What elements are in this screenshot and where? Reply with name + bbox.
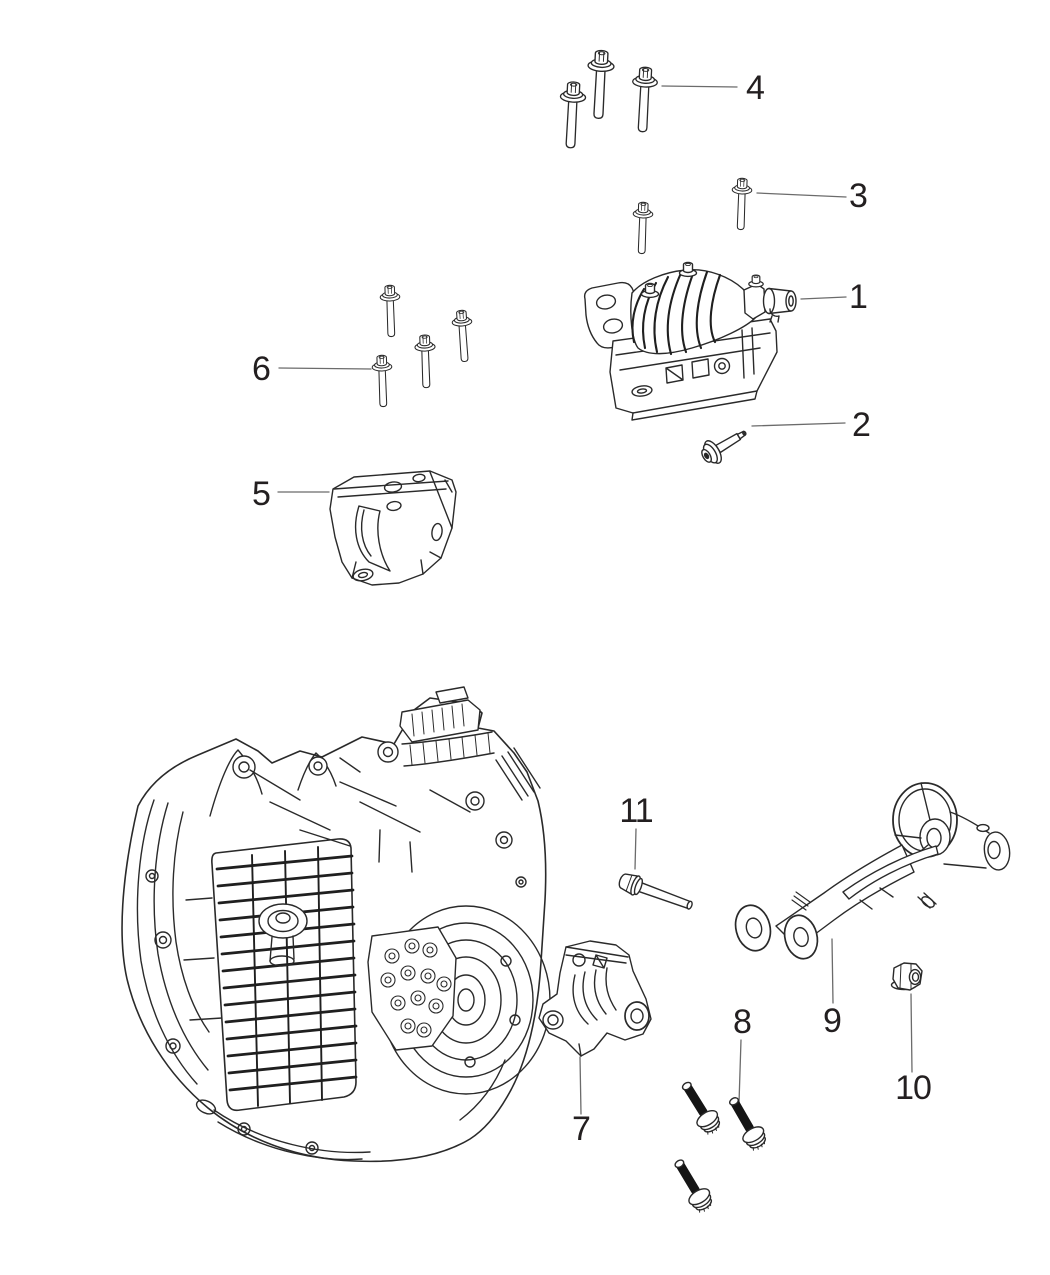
callout-label-4: 4 bbox=[746, 69, 765, 107]
leader-line-2 bbox=[751, 422, 846, 427]
flange-nut-item-10 bbox=[890, 962, 923, 991]
leader-line-7 bbox=[579, 1056, 582, 1115]
leader-line-1 bbox=[800, 296, 847, 300]
callout-label-1: 1 bbox=[849, 278, 868, 316]
transmission-assembly bbox=[121, 686, 551, 1163]
leader-line-11 bbox=[634, 828, 637, 870]
callout-label-10: 10 bbox=[895, 1069, 932, 1107]
leader-line-4 bbox=[661, 85, 738, 88]
leader-lines bbox=[277, 85, 913, 1115]
callout-label-7: 7 bbox=[572, 1110, 591, 1148]
mount-bolts-item-4 bbox=[557, 49, 659, 150]
bracket-bolts-item-6 bbox=[371, 284, 476, 408]
leader-line-3 bbox=[756, 192, 847, 198]
strut-bracket-item-7 bbox=[538, 940, 652, 1057]
mount-support-bracket-item-5 bbox=[329, 470, 457, 586]
callout-label-5: 5 bbox=[252, 475, 271, 513]
callout-label-2: 2 bbox=[852, 406, 871, 444]
mount-through-bolt-item-2 bbox=[701, 430, 747, 464]
leader-line-6 bbox=[278, 367, 372, 370]
callout-label-9: 9 bbox=[823, 1002, 842, 1040]
leader-line-8 bbox=[738, 1039, 742, 1104]
mount-bolts-item-3 bbox=[631, 177, 753, 255]
leader-line-9 bbox=[831, 938, 834, 1004]
leader-line-10 bbox=[910, 993, 913, 1073]
callout-label-6: 6 bbox=[252, 350, 271, 388]
callout-label-3: 3 bbox=[849, 177, 868, 215]
transmission-mount-item-1 bbox=[583, 261, 797, 421]
strut-bolt-item-11 bbox=[618, 873, 693, 910]
callout-label-11: 11 bbox=[619, 792, 653, 830]
strut-bolts-item-8 bbox=[668, 1077, 771, 1215]
torque-strut-item-9 bbox=[734, 782, 1011, 960]
callout-label-8: 8 bbox=[733, 1003, 752, 1041]
